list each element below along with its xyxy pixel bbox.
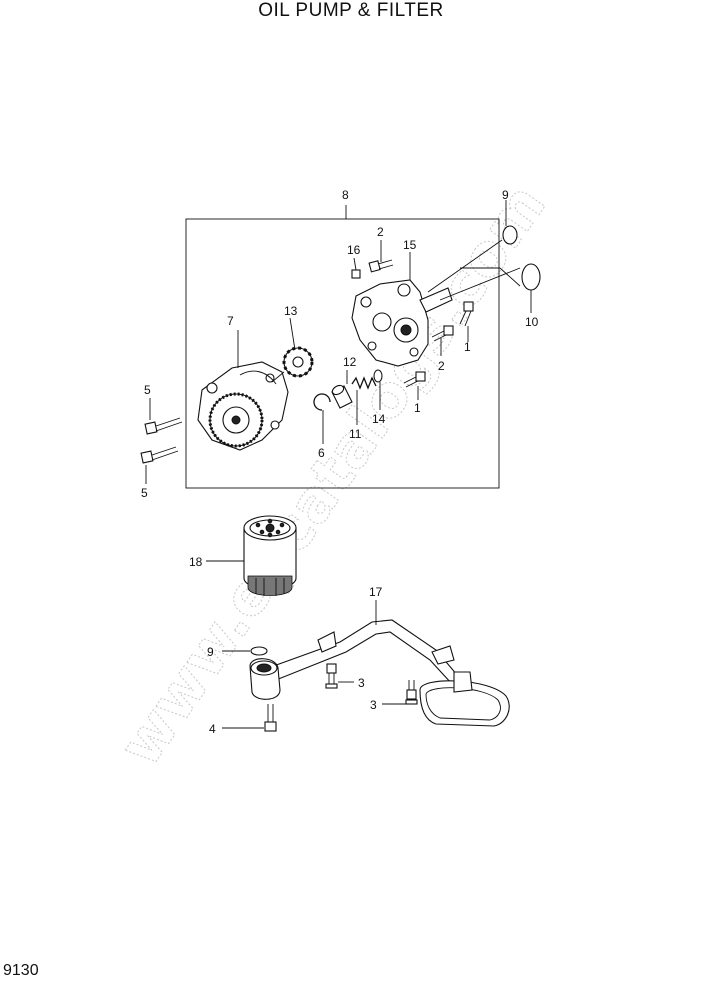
callout-1: 1 — [414, 401, 421, 415]
bolt-item-5-lower[interactable] — [140, 446, 179, 464]
callout-3: 3 — [358, 676, 365, 690]
bolt-item-2-upper[interactable] — [368, 259, 394, 273]
callout-4: 4 — [209, 722, 216, 736]
callout-5: 5 — [144, 383, 151, 397]
callout-7: 7 — [227, 314, 234, 328]
bolt-item-1-lower[interactable] — [403, 371, 426, 388]
callout-12: 12 — [343, 355, 357, 369]
pump-cover-plate[interactable] — [351, 279, 453, 367]
oil-filter-cartridge[interactable] — [243, 515, 297, 596]
callout-9: 9 — [207, 645, 214, 659]
callout-15: 15 — [403, 238, 417, 252]
oil-suction-pipe-strainer[interactable] — [249, 619, 510, 727]
callout-18: 18 — [189, 555, 203, 569]
assembly-group-box — [185, 218, 500, 489]
callout-17: 17 — [369, 585, 383, 599]
callout-9: 9 — [502, 188, 509, 202]
relief-valve-spring[interactable] — [351, 376, 377, 390]
bolt-item-4[interactable] — [264, 704, 277, 732]
page-number: 9130 — [3, 962, 39, 979]
bolt-item-3-left[interactable] — [325, 663, 338, 689]
circlip[interactable] — [313, 393, 331, 411]
callout-5: 5 — [141, 486, 148, 500]
o-ring-item-10[interactable] — [521, 263, 541, 291]
callout-14: 14 — [372, 412, 386, 426]
callout-1: 1 — [464, 340, 471, 354]
callout-2: 2 — [438, 359, 445, 373]
plug-item-16[interactable] — [351, 269, 361, 279]
o-ring-item-9[interactable] — [502, 225, 518, 245]
bolt-item-5-upper[interactable] — [144, 417, 183, 435]
callout-2: 2 — [377, 225, 384, 239]
page-title: OIL PUMP & FILTER — [258, 0, 444, 21]
callout-13: 13 — [284, 304, 298, 318]
washer[interactable] — [373, 369, 383, 383]
bolt-item-1-upper[interactable] — [459, 301, 474, 327]
bolt-item-3-right[interactable] — [405, 680, 418, 705]
inner-rotor-gear[interactable] — [271, 346, 314, 383]
callout-16: 16 — [347, 243, 361, 257]
callout-labels: 8 9 2 16 15 13 7 10 1 2 12 5 1 14 11 6 5… — [141, 188, 539, 736]
callout-3: 3 — [370, 698, 377, 712]
callout-11: 11 — [349, 427, 362, 441]
relief-valve-plunger[interactable] — [331, 384, 353, 409]
bolt-item-2-lower[interactable] — [431, 325, 454, 342]
callout-8: 8 — [342, 188, 349, 202]
o-ring-item-9-lower[interactable] — [250, 646, 268, 656]
oil-pump-body[interactable] — [197, 361, 289, 451]
callout-10: 10 — [525, 315, 539, 329]
callout-6: 6 — [318, 446, 325, 460]
